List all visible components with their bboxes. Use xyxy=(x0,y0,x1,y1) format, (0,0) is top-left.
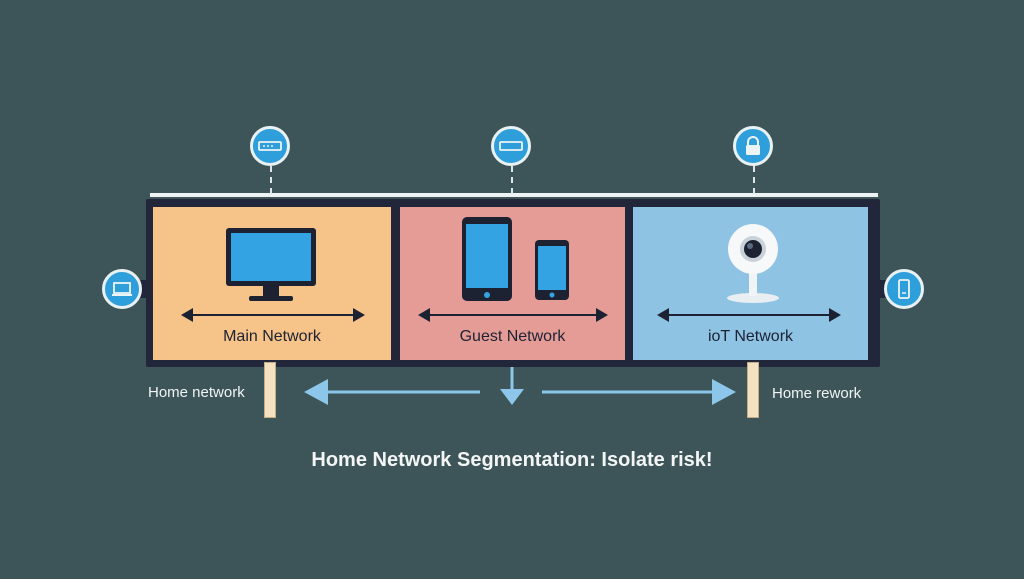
right-home-network-caption: Home rework xyxy=(772,385,862,402)
right-side-tab xyxy=(876,280,886,298)
router-icon xyxy=(258,141,282,151)
device-badge xyxy=(884,269,924,309)
top-rail xyxy=(150,193,878,197)
left-isolation-arrow xyxy=(304,379,480,405)
guest-network-bidirectional-arrow xyxy=(418,308,608,322)
guest-network-label: Guest Network xyxy=(459,328,566,345)
left-post xyxy=(264,362,276,418)
iot-network-bidirectional-arrow xyxy=(657,308,841,322)
phone-icon xyxy=(462,217,512,301)
top-right-connector xyxy=(753,166,755,194)
switch-badge xyxy=(491,126,531,166)
small-phone-icon xyxy=(535,240,569,300)
main-network-panel: Main Network xyxy=(153,207,391,360)
switch-icon xyxy=(499,141,523,151)
monitor-icon xyxy=(226,228,316,301)
bottom-arrows xyxy=(304,367,736,405)
guest-network-panel: Guest Network xyxy=(400,207,625,360)
diagram-title: Home Network Segmentation: Isolate risk! xyxy=(311,449,713,471)
top-center-connector xyxy=(511,166,513,194)
lock-icon xyxy=(746,136,760,155)
left-home-network-caption: Home network xyxy=(148,384,245,401)
laptop-badge xyxy=(102,269,142,309)
main-network-label: Main Network xyxy=(223,328,321,345)
security-camera-icon xyxy=(727,224,779,303)
lock-badge xyxy=(733,126,773,166)
top-left-connector xyxy=(270,166,272,194)
right-isolation-arrow xyxy=(542,379,736,405)
laptop-icon xyxy=(112,282,132,296)
main-network-bidirectional-arrow xyxy=(181,308,365,322)
router-badge xyxy=(250,126,290,166)
left-side-tab xyxy=(140,280,150,298)
right-post xyxy=(747,362,759,418)
center-down-arrow xyxy=(500,367,524,405)
iot-network-panel: ioT Network xyxy=(633,207,868,360)
iot-network-label: ioT Network xyxy=(707,328,794,345)
device-icon xyxy=(898,279,910,299)
